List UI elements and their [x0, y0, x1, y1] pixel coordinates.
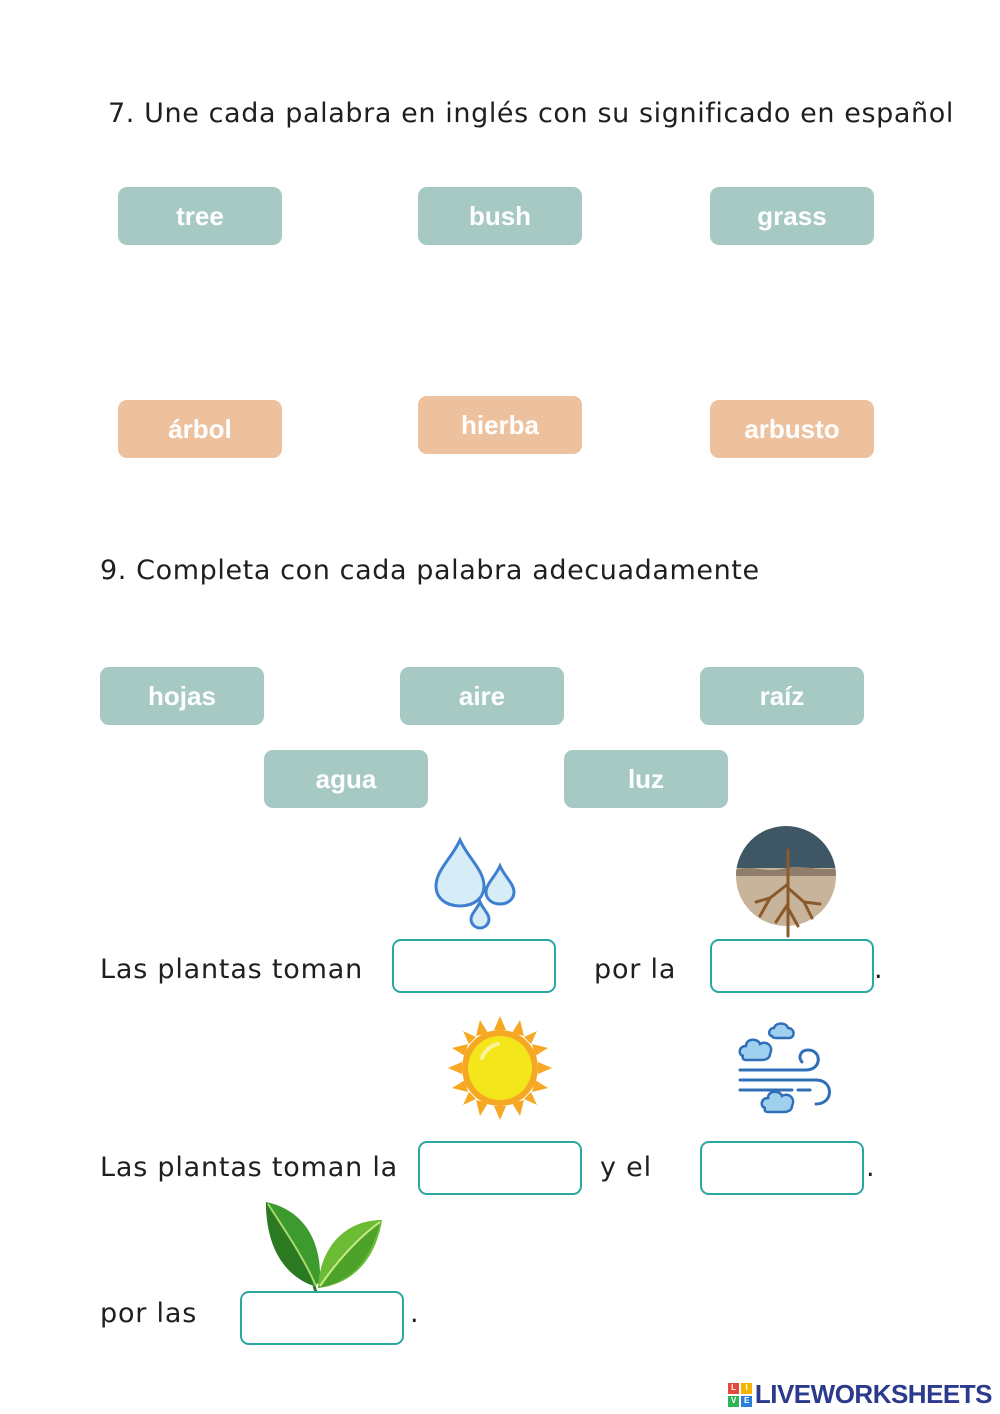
logo-letter: V: [727, 1395, 739, 1407]
logo-letter: I: [740, 1382, 752, 1394]
sun-icon: [448, 1016, 552, 1120]
sentence-3-end: .: [410, 1298, 419, 1329]
word-chip-aire[interactable]: aire: [400, 667, 564, 725]
brand-name: LIVEWORKSHEETS: [754, 1379, 993, 1409]
sentence-2-end: .: [866, 1152, 875, 1183]
word-chip-grass[interactable]: grass: [710, 187, 874, 245]
leaves-icon: [266, 1202, 382, 1292]
sentence-1-end: .: [874, 954, 883, 985]
water-drops-icon: [434, 836, 516, 930]
section-9-title: 9. Completa con cada palabra adecuadamen…: [100, 555, 760, 586]
word-chip-hojas[interactable]: hojas: [100, 667, 264, 725]
section-7-title: 7. Une cada palabra en inglés con su sig…: [108, 98, 954, 129]
liveworksheets-logo: L I V E LIVEWORKSHEETS: [727, 1379, 993, 1410]
sentence-2-part-2: y el: [600, 1152, 652, 1183]
answer-box-1[interactable]: [392, 939, 556, 993]
word-chip-hierba[interactable]: hierba: [418, 396, 582, 454]
answer-box-3[interactable]: [418, 1141, 582, 1195]
word-chip-arbusto[interactable]: arbusto: [710, 400, 874, 458]
logo-mark: L I V E: [727, 1382, 752, 1407]
word-chip-luz[interactable]: luz: [564, 750, 728, 808]
word-chip-bush[interactable]: bush: [418, 187, 582, 245]
sentence-1-part-2: por la: [594, 954, 677, 985]
logo-letter: E: [740, 1395, 752, 1407]
sentence-3-part-1: por las: [100, 1298, 198, 1329]
word-chip-tree[interactable]: tree: [118, 187, 282, 245]
answer-box-5[interactable]: [240, 1291, 404, 1345]
sentence-2-part-1: Las plantas toman la: [100, 1152, 399, 1183]
logo-letter: L: [727, 1382, 739, 1394]
word-chip-agua[interactable]: agua: [264, 750, 428, 808]
answer-box-2[interactable]: [710, 939, 874, 993]
word-chip-arbol[interactable]: árbol: [118, 400, 282, 458]
answer-box-4[interactable]: [700, 1141, 864, 1195]
root-icon: [736, 826, 836, 938]
sentence-1-part-1: Las plantas toman: [100, 954, 363, 985]
word-chip-raiz[interactable]: raíz: [700, 667, 864, 725]
wind-icon: [738, 1022, 831, 1114]
